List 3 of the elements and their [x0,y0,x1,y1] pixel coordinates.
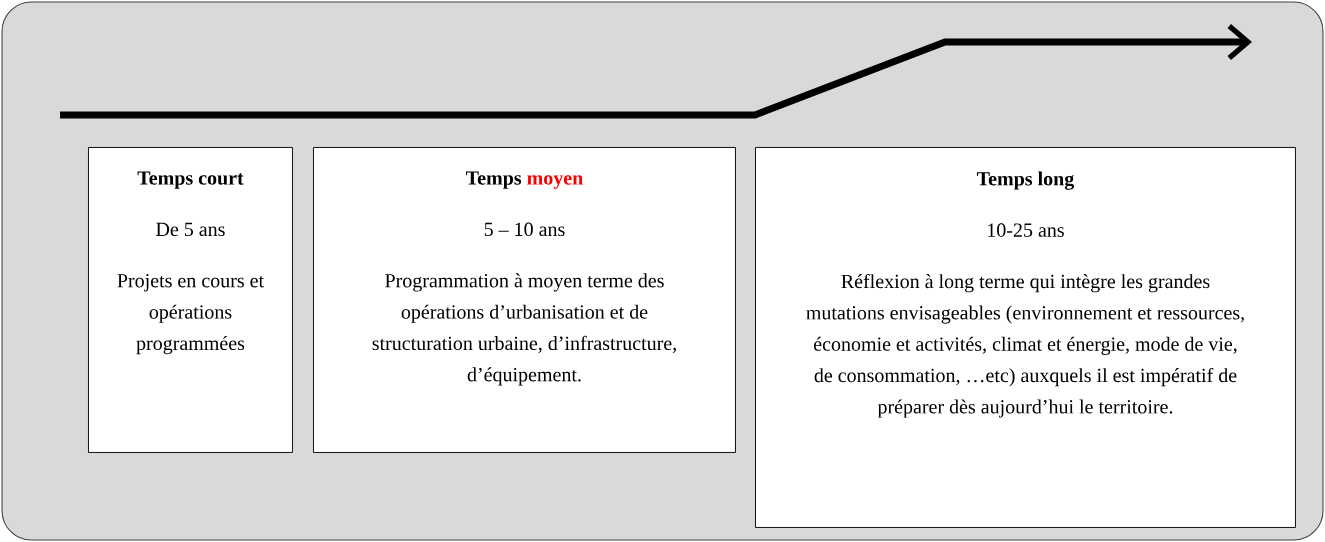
text-box: Temps long 10-25 ans Réflexion à long terme qui intègre les grandes mutations envisageables (environnement et ressources, économie et activités, climat et énergie, mode de vie, de consommation, …etc) auxquels il est impératif de préparer dès aujourd’hui le territoire. [755,147,1296,528]
text-box: Temps moyen 5 – 10 ans Programmation à moyen terme des opérations d’urbanisation et de structuration urbaine, d’infrastructure, d’équipement. [313,147,736,453]
text-box: Temps court De 5 ans Projets en cours et opérations programmées [88,147,293,453]
